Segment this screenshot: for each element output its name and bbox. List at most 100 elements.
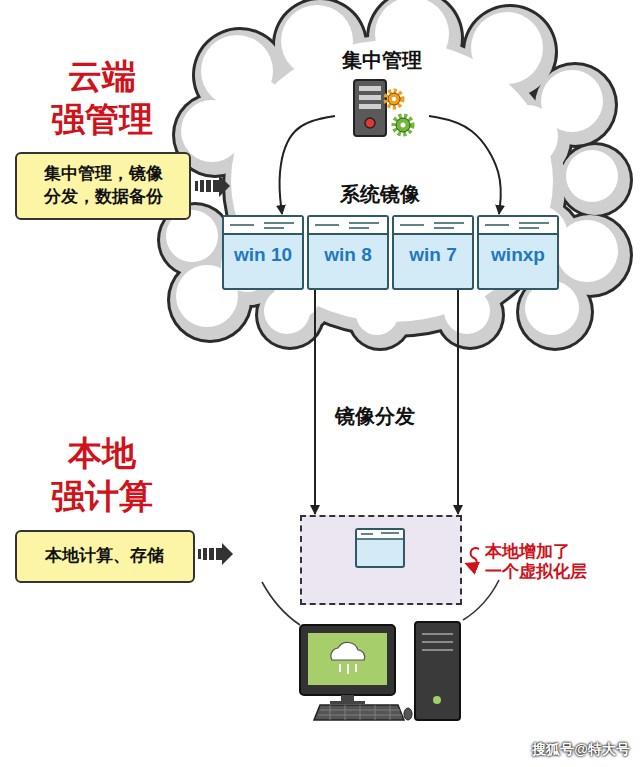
os-name: win 10 — [224, 244, 302, 267]
window-icon — [356, 529, 404, 567]
cloud-region: 集中管理 win 10 win 8 win 7 winxp 系统镜像 — [160, 0, 630, 350]
window-titlebar — [224, 233, 302, 235]
window-titlebar — [309, 233, 387, 235]
cloud-outline — [160, 0, 630, 348]
window-titlebar — [479, 217, 557, 234]
server-icon — [359, 86, 381, 91]
text-holder: 镜像分发 — [325, 404, 425, 428]
server-icon — [359, 95, 381, 100]
computer-illustration — [404, 708, 412, 720]
server-icon — [365, 118, 375, 128]
window-titlebar — [224, 217, 302, 235]
note-box: 集中管理，镜像 分发，数据备份 — [15, 152, 191, 220]
text-holder: 本地增加了 一个虚拟化层 — [485, 542, 590, 583]
computer-illustration — [415, 622, 460, 720]
leader-arcs — [463, 580, 499, 620]
flow-label: 镜像分发 — [325, 404, 425, 428]
window-titlebar — [309, 217, 387, 234]
cloud-outline — [525, 281, 579, 335]
computer-illustration — [330, 701, 365, 704]
computer-illustration — [308, 633, 387, 685]
window-titlebar — [394, 233, 472, 235]
computer-illustration — [300, 622, 460, 720]
server-icon — [354, 80, 386, 136]
cloud-outline — [566, 150, 618, 202]
section-title: 云端 强管理 — [48, 55, 157, 140]
text-holder: 云端 强管理 — [48, 55, 157, 140]
cloud-outline — [506, 205, 568, 267]
window-titlebar — [479, 217, 557, 235]
leader-arcs — [262, 582, 300, 625]
watermark: 搜狐号@特大号 — [505, 741, 630, 758]
image-box: win 7 — [392, 215, 474, 290]
striped-arrow — [195, 181, 198, 191]
text-holder: 集中管理，镜像 分发，数据备份 — [17, 154, 189, 218]
box-label: 本地计算、存储 — [42, 545, 168, 568]
window-titlebar — [400, 223, 464, 228]
striped-arrow — [222, 543, 233, 565]
computer-illustration — [318, 705, 402, 720]
text-holder: 系统镜像 — [325, 182, 435, 206]
text-holder: 搜狐号@特大号 — [505, 741, 630, 758]
text-holder: 集中管理 — [335, 48, 429, 72]
image-box: win 10 — [222, 215, 304, 290]
computer-illustration — [300, 625, 395, 695]
cloud-outline — [221, 240, 273, 292]
server-icon — [392, 97, 396, 101]
window-titlebar — [230, 223, 294, 228]
image-box: winxp — [477, 215, 559, 290]
cloud-outline — [231, 40, 553, 322]
server-icon — [388, 93, 400, 105]
window-titlebar — [485, 223, 549, 228]
box-label: 系统镜像 — [325, 182, 435, 206]
server-icon — [396, 118, 410, 132]
image-box: win 8 — [307, 215, 389, 290]
window-icon — [357, 530, 403, 539]
computer-illustration — [341, 695, 354, 702]
text-holder: 本地 强计算 — [48, 432, 157, 517]
striped-arrow — [203, 548, 207, 560]
computer-illustration — [331, 642, 365, 660]
callout-text: 本地增加了 一个虚拟化层 — [485, 542, 590, 583]
window-icon — [355, 528, 407, 570]
striped-arrow — [198, 543, 233, 565]
cloud-outline — [560, 145, 630, 215]
window-titlebar — [394, 217, 472, 234]
server-icon — [401, 123, 406, 128]
striped-arrow — [216, 548, 222, 560]
cloud-outline — [157, 0, 633, 351]
box-label: 集中管理 — [335, 48, 429, 72]
os-name: win 7 — [394, 244, 472, 267]
striped-arrow — [200, 180, 204, 192]
server-node: 集中管理 — [335, 48, 429, 143]
cloud-outline — [166, 0, 618, 335]
callout-arrow — [467, 548, 479, 565]
window-icon — [356, 533, 404, 539]
os-name: winxp — [479, 244, 557, 267]
callout-arrow — [467, 548, 479, 565]
note-box: 本地计算、存储 — [15, 530, 195, 583]
computer-illustration — [422, 634, 453, 650]
cloud-outline — [157, 0, 633, 351]
window-titlebar — [394, 217, 472, 235]
virtual-layer-box: 本地增加了 一个虚拟化层 — [300, 515, 462, 605]
section-title: 本地 强计算 — [48, 432, 157, 517]
window-titlebar — [479, 233, 557, 235]
text-holder: 本地计算、存储 — [17, 532, 193, 581]
cloud-outline — [176, 265, 238, 327]
striped-arrow — [213, 180, 219, 192]
striped-arrow — [209, 548, 214, 560]
cloud-outline — [519, 276, 591, 348]
window-titlebar — [224, 217, 302, 234]
os-name: win 8 — [309, 244, 387, 267]
striped-arrow — [198, 549, 201, 559]
window-titlebar — [309, 217, 387, 235]
computer-illustration — [340, 664, 356, 674]
striped-arrow — [206, 180, 211, 192]
server-icon — [359, 104, 381, 109]
box-label: 集中管理，镜像 分发，数据备份 — [43, 163, 164, 209]
computer-illustration — [314, 705, 404, 720]
window-titlebar — [315, 223, 379, 228]
computer-illustration — [433, 696, 441, 704]
